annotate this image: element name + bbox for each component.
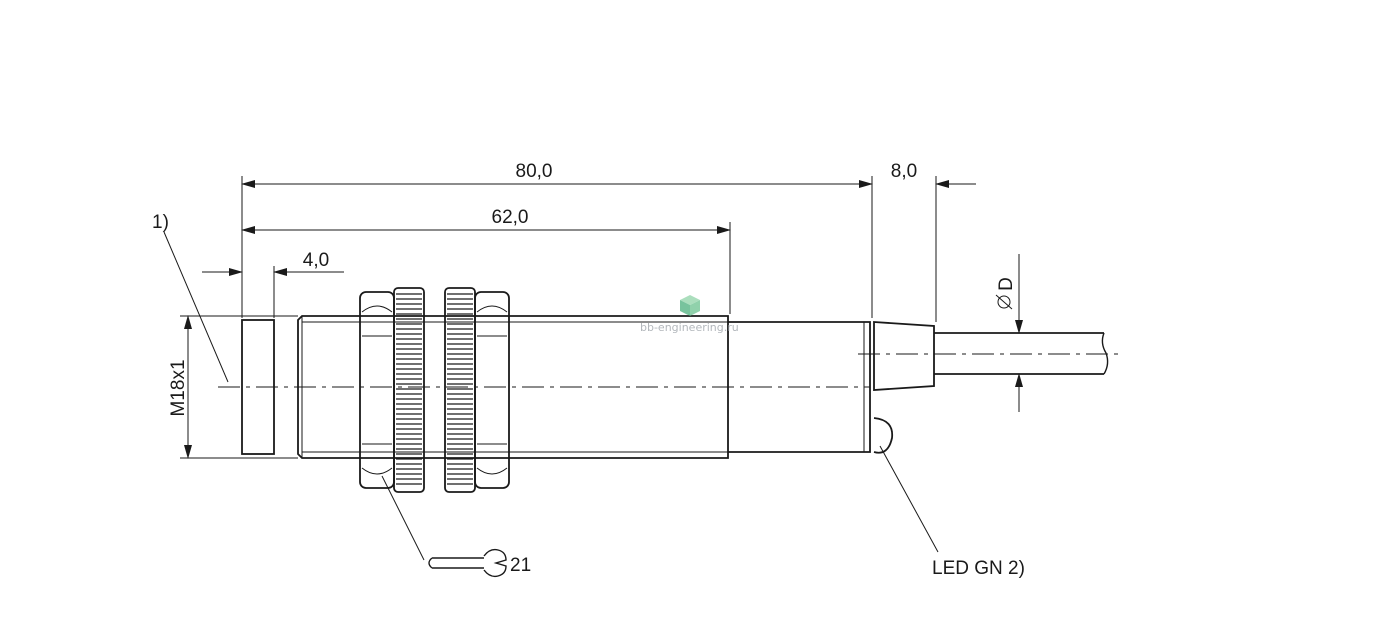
watermark: bb-engineering.ru bbox=[640, 295, 739, 334]
led-dome bbox=[873, 417, 894, 454]
dimension-4: 4,0 bbox=[202, 250, 344, 318]
dim-cable-label: D bbox=[996, 277, 1017, 291]
dim-thread-label: M18x1 bbox=[168, 359, 189, 416]
watermark-logo-icon bbox=[680, 295, 700, 316]
knurled-ring-left bbox=[393, 287, 425, 493]
cable-gland bbox=[873, 321, 935, 391]
led-label: LED GN 2) bbox=[932, 558, 1025, 579]
note-1-label: 1) bbox=[152, 212, 169, 233]
dim-80-label: 80,0 bbox=[516, 161, 553, 182]
watermark-text: bb-engineering.ru bbox=[640, 321, 739, 334]
lock-nut-right bbox=[474, 291, 510, 489]
dimension-thread: M18x1 bbox=[168, 315, 298, 459]
dimension-62: 62,0 bbox=[241, 207, 731, 314]
led-callout: LED GN 2) bbox=[879, 445, 1025, 579]
dimension-8: 8,0 bbox=[852, 161, 976, 322]
dim-8-label: 8,0 bbox=[891, 161, 917, 182]
wrench-callout: 21 bbox=[381, 475, 531, 578]
knurled-ring-right bbox=[444, 287, 476, 493]
diameter-icon bbox=[997, 295, 1011, 309]
wrench-label: 21 bbox=[510, 555, 531, 576]
dimension-cable: D bbox=[995, 254, 1030, 412]
wrench-icon bbox=[428, 557, 484, 569]
dim-62-label: 62,0 bbox=[492, 207, 529, 228]
note-1-callout: 1) bbox=[152, 212, 229, 383]
dimension-80: 80,0 bbox=[241, 161, 873, 318]
dim-4-label: 4,0 bbox=[303, 250, 329, 271]
